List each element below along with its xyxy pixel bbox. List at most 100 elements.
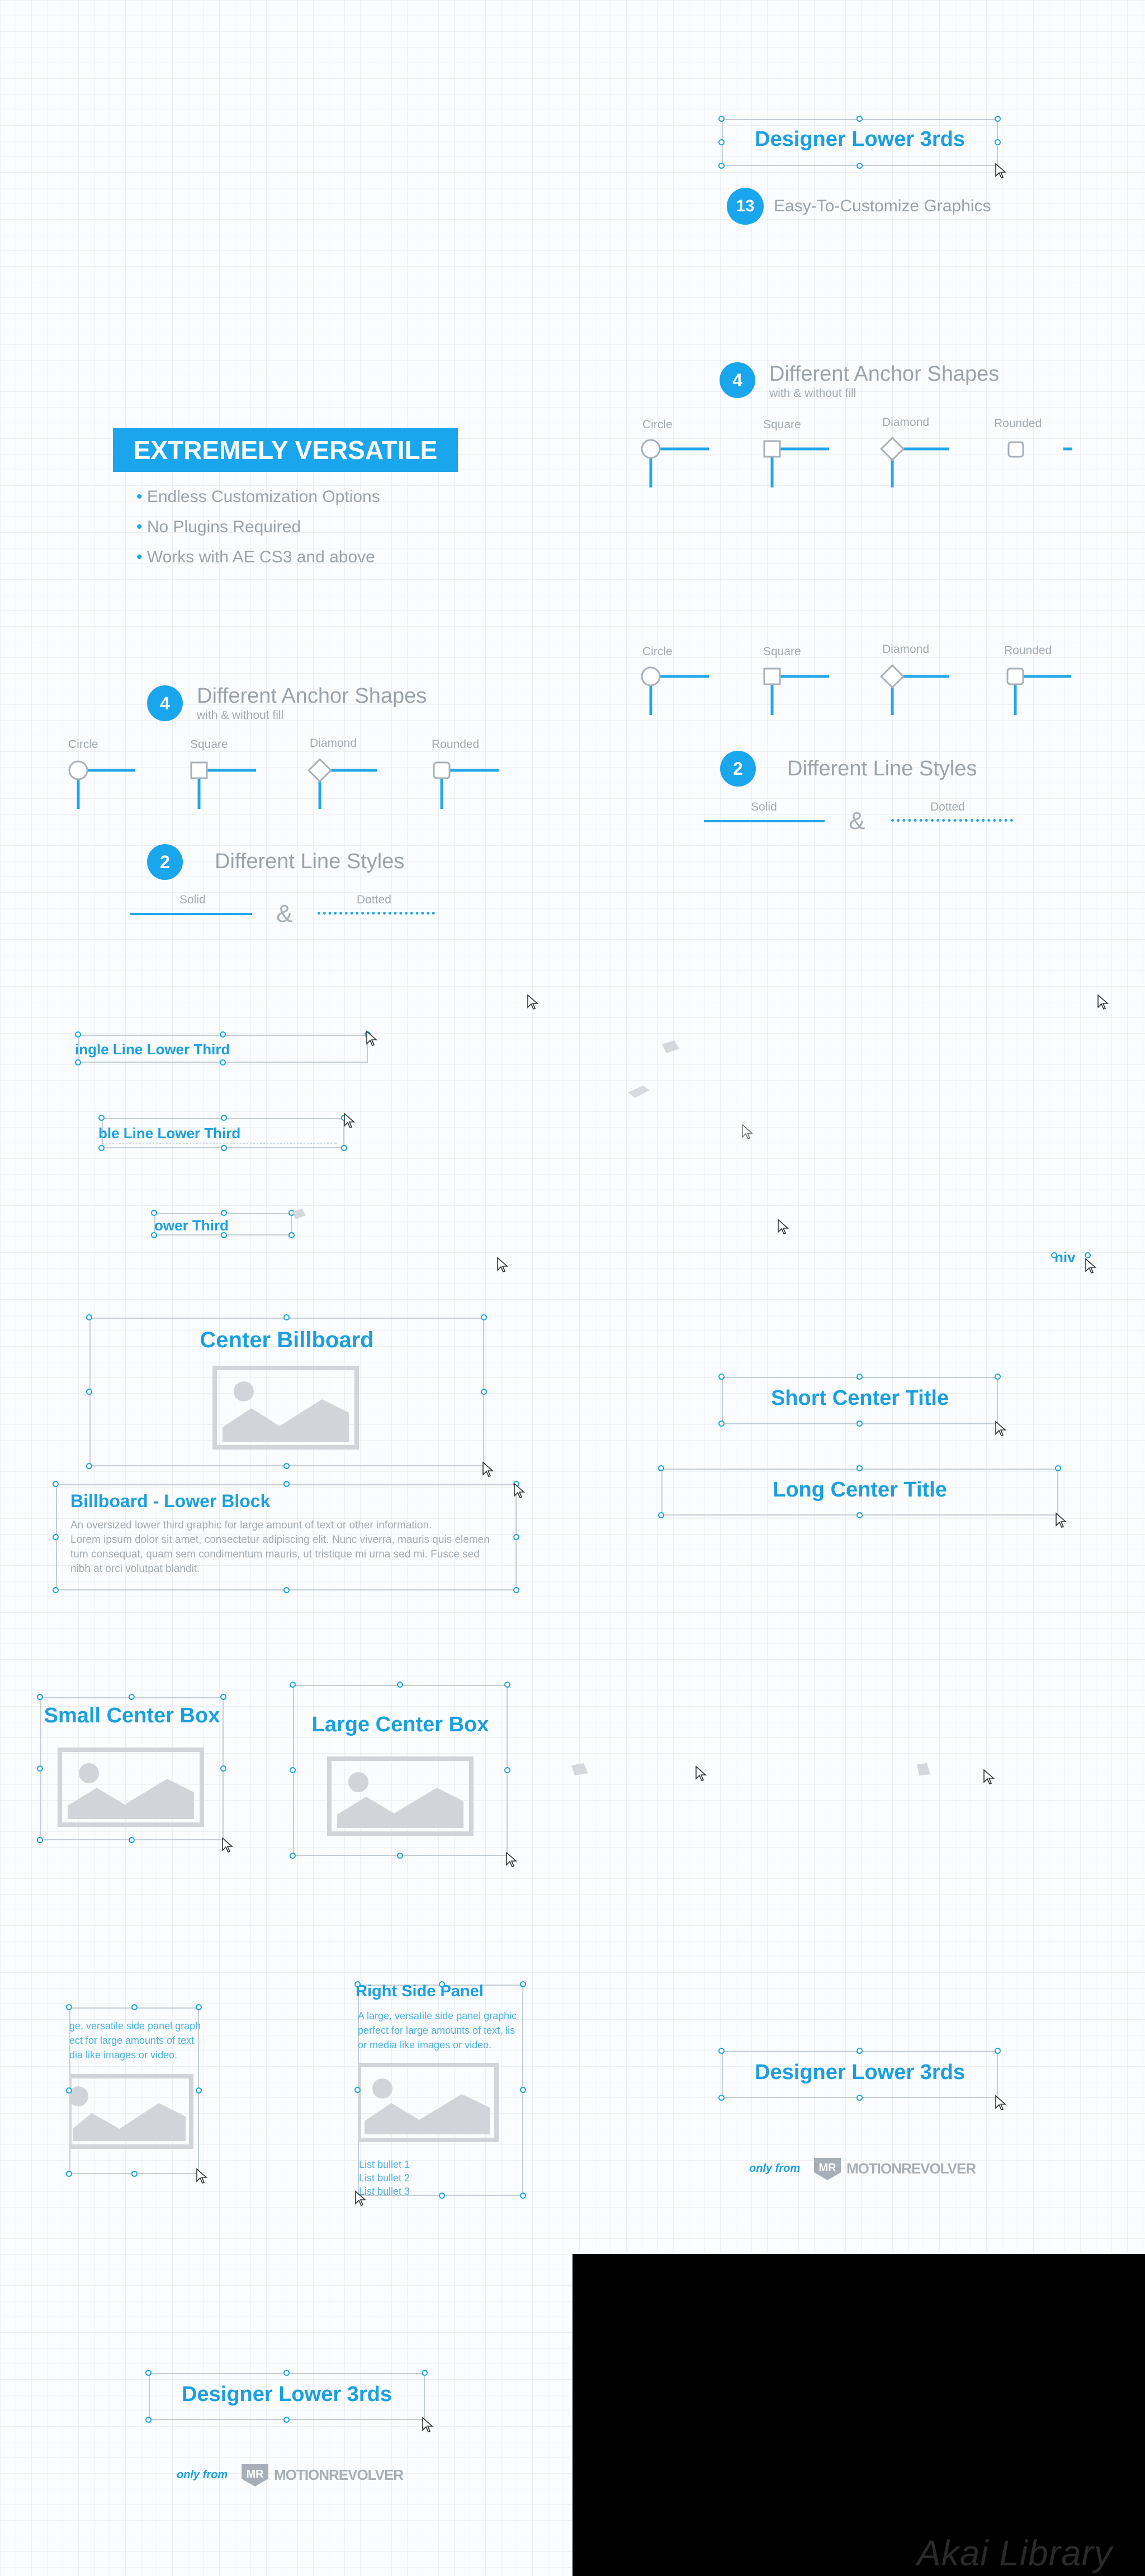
handle[interactable] — [1055, 1465, 1061, 1471]
handle[interactable] — [66, 2087, 72, 2094]
handle[interactable] — [75, 1059, 81, 1066]
handle[interactable] — [857, 2048, 863, 2054]
handle[interactable] — [151, 1232, 157, 1238]
handle[interactable] — [221, 1210, 227, 1216]
handle[interactable] — [397, 1682, 403, 1688]
handle[interactable] — [513, 1534, 519, 1540]
handle[interactable] — [1085, 1252, 1091, 1258]
lines-amp: & — [849, 807, 865, 835]
handle[interactable] — [37, 1765, 43, 1772]
handle[interactable] — [718, 163, 725, 169]
handle[interactable] — [221, 1145, 227, 1151]
dotted-line — [318, 912, 435, 915]
handle[interactable] — [283, 1463, 290, 1469]
handle[interactable] — [995, 139, 1001, 145]
handle[interactable] — [37, 1837, 43, 1843]
handle[interactable] — [129, 1837, 135, 1843]
handle[interactable] — [86, 1389, 92, 1395]
handle[interactable] — [53, 1481, 59, 1487]
handle[interactable] — [504, 1767, 510, 1773]
anchor-shapes-row-left — [68, 758, 499, 809]
handle[interactable] — [75, 1031, 81, 1038]
handle[interactable] — [220, 1765, 226, 1772]
handle[interactable] — [857, 1512, 863, 1518]
handle[interactable] — [658, 1512, 664, 1518]
handle[interactable] — [718, 1374, 725, 1380]
handle[interactable] — [354, 2087, 361, 2093]
handle[interactable] — [283, 1314, 290, 1320]
handle[interactable] — [857, 2095, 863, 2101]
handle[interactable] — [995, 1374, 1001, 1380]
handle[interactable] — [86, 1314, 92, 1320]
image-placeholder-icon — [327, 1756, 474, 1836]
handle[interactable] — [53, 1587, 59, 1593]
lines-title: Different Line Styles — [787, 757, 977, 780]
handle[interactable] — [66, 2171, 72, 2177]
handle[interactable] — [283, 2417, 290, 2423]
handle[interactable] — [283, 2370, 290, 2376]
double-line-subtext — [102, 1143, 337, 1144]
handle[interactable] — [66, 2004, 72, 2010]
handle[interactable] — [86, 1463, 92, 1469]
handle[interactable] — [290, 1682, 296, 1688]
handle[interactable] — [290, 1767, 296, 1773]
handle[interactable] — [145, 2370, 152, 2376]
handle[interactable] — [354, 1981, 361, 1987]
handle[interactable] — [37, 1694, 43, 1700]
handle[interactable] — [857, 1465, 863, 1471]
cursor-icon — [344, 1112, 356, 1128]
handle[interactable] — [513, 1587, 519, 1593]
handle[interactable] — [718, 1420, 725, 1427]
handle[interactable] — [131, 2171, 138, 2177]
handle[interactable] — [520, 2087, 526, 2093]
handle[interactable] — [397, 1853, 403, 1859]
handle[interactable] — [520, 1981, 526, 1987]
handle[interactable] — [718, 2048, 725, 2054]
handle[interactable] — [857, 116, 863, 122]
handle[interactable] — [196, 2004, 202, 2010]
handle[interactable] — [857, 1374, 863, 1380]
handle[interactable] — [504, 1682, 510, 1688]
handle[interactable] — [98, 1115, 105, 1121]
handle[interactable] — [718, 139, 725, 145]
right-panel-line-2: perfect for large amounts of text, lis — [358, 2025, 515, 2036]
handle[interactable] — [857, 1420, 863, 1427]
handle[interactable] — [129, 1694, 135, 1700]
handle[interactable] — [1051, 1252, 1057, 1258]
handle[interactable] — [131, 2004, 138, 2010]
anchor-label-square: Square — [763, 418, 801, 431]
handle[interactable] — [422, 2370, 428, 2376]
handle[interactable] — [220, 1031, 226, 1038]
handle[interactable] — [520, 2193, 526, 2199]
cursor-icon — [355, 2190, 367, 2206]
handle[interactable] — [718, 116, 725, 122]
handle[interactable] — [481, 1389, 487, 1395]
handle[interactable] — [151, 1210, 157, 1216]
handle[interactable] — [221, 1232, 227, 1238]
handle[interactable] — [145, 2417, 152, 2423]
handle[interactable] — [341, 1145, 347, 1151]
handle[interactable] — [439, 2193, 445, 2199]
handle[interactable] — [995, 2048, 1001, 2054]
handle[interactable] — [857, 163, 863, 169]
handle[interactable] — [220, 1059, 226, 1066]
handle[interactable] — [53, 1534, 59, 1540]
handle[interactable] — [283, 1587, 290, 1593]
anchor-label-rounded: Rounded — [1004, 644, 1052, 657]
handle[interactable] — [283, 1481, 290, 1487]
handle[interactable] — [196, 2087, 202, 2094]
lines-solid-label: Solid — [751, 801, 777, 813]
handle[interactable] — [220, 1694, 226, 1700]
anchor-title: Different Anchor Shapes — [769, 362, 1000, 386]
cursor-icon — [1056, 1512, 1067, 1528]
handle[interactable] — [658, 1465, 664, 1471]
handle[interactable] — [290, 1853, 296, 1859]
handle[interactable] — [718, 2095, 725, 2101]
handle[interactable] — [288, 1232, 295, 1238]
handle[interactable] — [98, 1145, 105, 1151]
double-line-title: ble Line Lower Third — [98, 1125, 241, 1142]
handle[interactable] — [221, 1115, 227, 1121]
handle[interactable] — [481, 1314, 487, 1320]
handle[interactable] — [439, 1981, 445, 1987]
handle[interactable] — [995, 116, 1001, 122]
